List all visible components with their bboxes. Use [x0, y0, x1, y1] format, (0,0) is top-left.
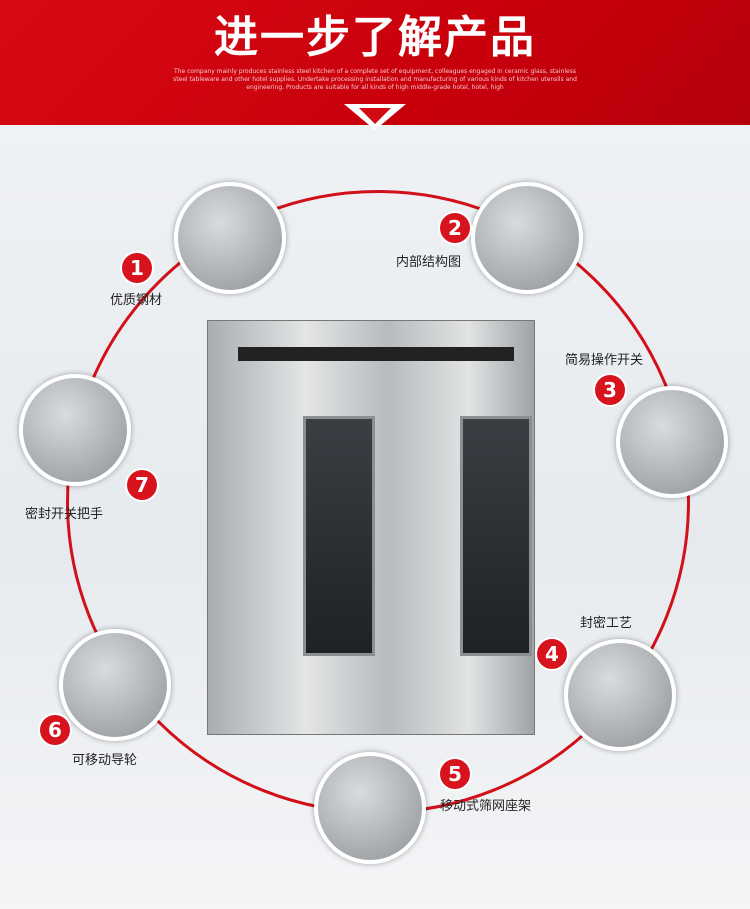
- feature-label-4: 封密工艺: [580, 616, 633, 631]
- feature-label-1: 优质钢材: [110, 293, 163, 308]
- feature-badge-4: 4: [535, 637, 569, 671]
- feature-label-7: 密封开关把手: [25, 507, 104, 522]
- feature-label-2: 内部结构图: [396, 255, 462, 270]
- feature-badge-2: 2: [438, 211, 472, 245]
- feature-label-3: 简易操作开关: [565, 353, 644, 368]
- control-panel: [238, 347, 514, 361]
- feature-badge-1: 1: [120, 251, 154, 285]
- feature-label-6: 可移动导轮: [72, 753, 138, 768]
- feature-image-interior: [471, 182, 583, 294]
- header-subtitle: The company mainly produces stainless st…: [173, 68, 577, 91]
- feature-badge-6: 6: [38, 713, 72, 747]
- feature-image-handle: [19, 374, 131, 486]
- feature-image-seal: [564, 639, 676, 751]
- feature-label-5: 移动式筛网座架: [440, 799, 532, 814]
- product-cabinet-image: [207, 320, 535, 735]
- feature-badge-5: 5: [438, 757, 472, 791]
- feature-badge-7: 7: [125, 468, 159, 502]
- feature-image-rack: [314, 752, 426, 864]
- feature-image-switch: [616, 386, 728, 498]
- feature-image-wheel: [59, 629, 171, 741]
- page-title: 进一步了解产品: [214, 12, 536, 63]
- feature-image-steel: [174, 182, 286, 294]
- left-window: [303, 416, 375, 656]
- feature-badge-3: 3: [593, 373, 627, 407]
- right-window: [460, 416, 532, 656]
